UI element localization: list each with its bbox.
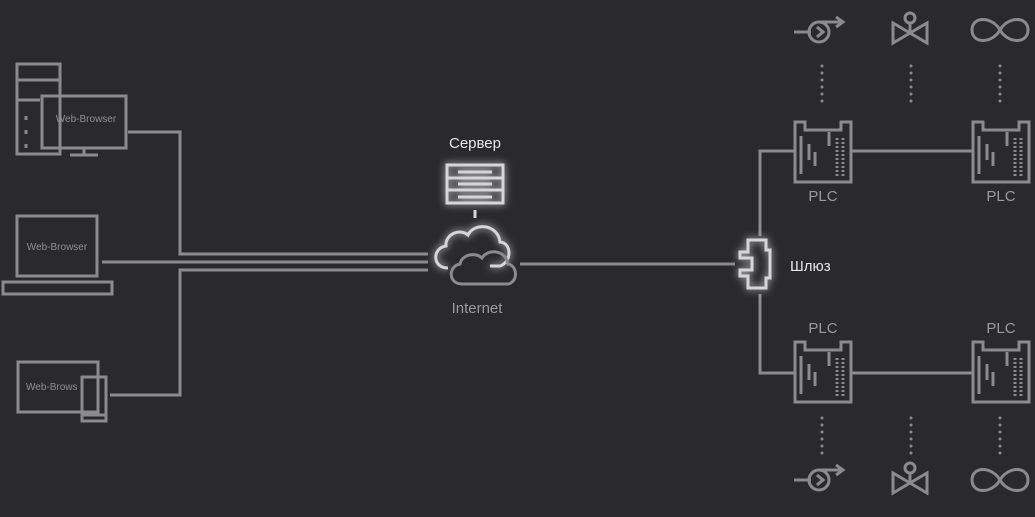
tablet-client: Web-Brows: [16, 360, 108, 423]
monitor-icon: [40, 94, 128, 157]
client-connections: [102, 130, 428, 397]
plc-label: PLC: [986, 188, 1015, 205]
infinity-icon: [970, 468, 1030, 492]
plc-top-right: PLC: [971, 120, 1031, 205]
laptop-icon: [1, 214, 114, 296]
plc-label: PLC: [986, 320, 1015, 337]
cloud-icon: [434, 225, 517, 286]
tablet-icon: [16, 360, 100, 414]
server-icon: [445, 163, 505, 205]
plc-top-left: PLC: [793, 120, 853, 205]
laptop-client: Web-Browser: [1, 214, 114, 296]
internet-label: Internet: [452, 300, 504, 317]
gateway-label: Шлюз: [790, 258, 831, 275]
desktop-client: Web-Browser: [15, 62, 128, 157]
field-device-links: [820, 64, 1002, 456]
infinity-icon: [970, 18, 1030, 42]
plc-icon: [793, 340, 853, 404]
valve-icon: [891, 11, 929, 45]
server-label: Сервер: [449, 135, 501, 152]
tablet-browser-label: Web-Brows: [26, 382, 78, 393]
server: Сервер: [445, 135, 505, 205]
valve-icon: [891, 461, 929, 495]
desktop-browser-label: Web-Browser: [56, 114, 117, 125]
plc-label: PLC: [808, 188, 837, 205]
laptop-browser-label: Web-Browser: [27, 242, 88, 253]
plc-network-links: [758, 149, 974, 375]
desktop-tower-icon: [15, 62, 62, 156]
plc-icon: [971, 120, 1031, 184]
gateway: Шлюз: [738, 238, 831, 290]
pump-icon: [792, 15, 845, 44]
plc-label: PLC: [808, 320, 837, 337]
plc-bottom-left: PLC: [793, 320, 853, 404]
plc-bottom-right: PLC: [971, 320, 1031, 404]
plc-icon: [793, 120, 853, 184]
pump-icon: [792, 463, 845, 492]
gateway-icon: [738, 238, 772, 290]
phone-icon: [80, 375, 108, 423]
plc-icon: [971, 340, 1031, 404]
internet-cloud: Internet: [434, 225, 517, 317]
